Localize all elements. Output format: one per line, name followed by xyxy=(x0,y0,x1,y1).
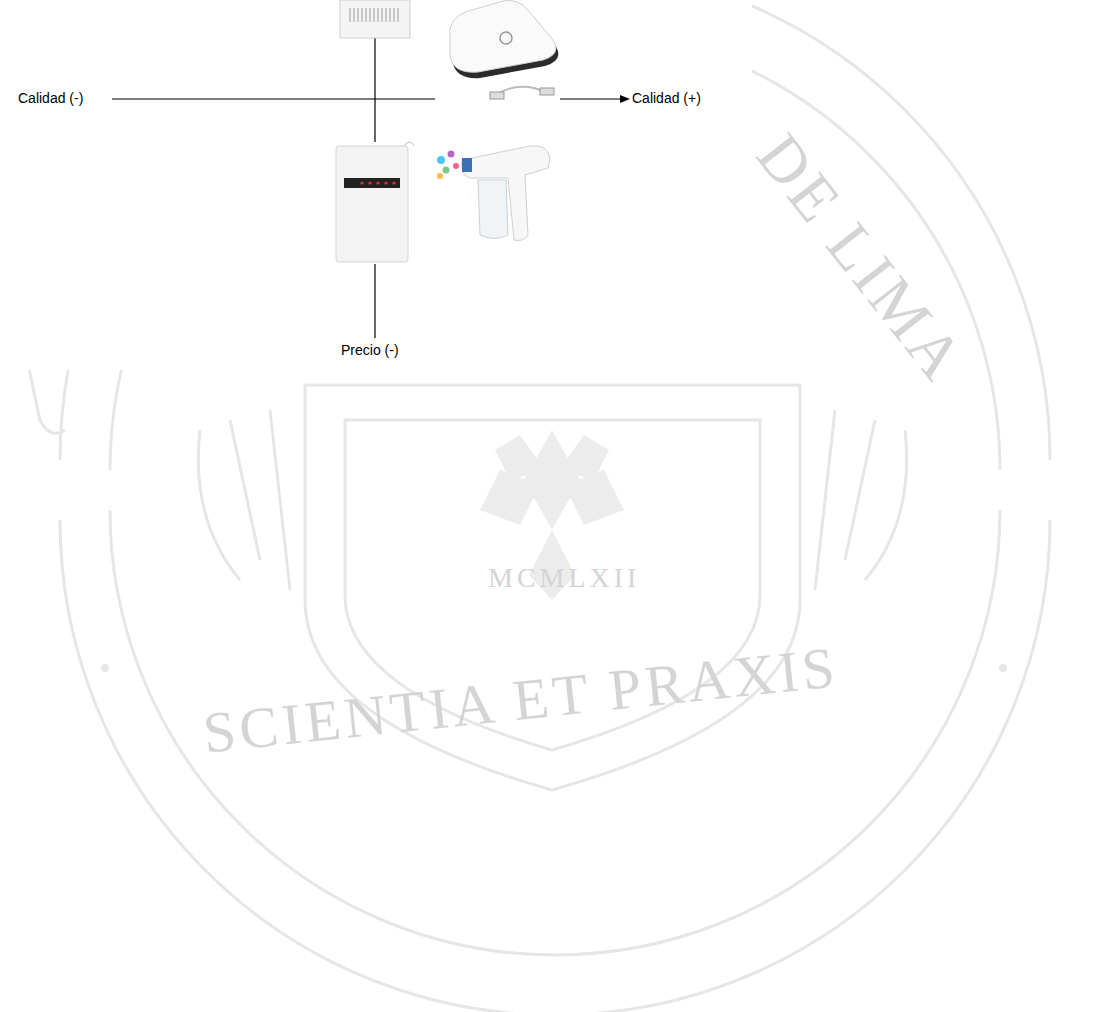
axis-label: Precio (-) xyxy=(341,342,399,359)
axis-label: Calidad (-) xyxy=(18,90,83,107)
watermark-text: MCMLXII xyxy=(488,562,640,594)
axis-label: Calidad (+) xyxy=(632,90,701,107)
watermark-text: SCIENTIA ET PRAXIS xyxy=(200,633,842,766)
watermark-text: DE LIMA xyxy=(742,120,981,396)
